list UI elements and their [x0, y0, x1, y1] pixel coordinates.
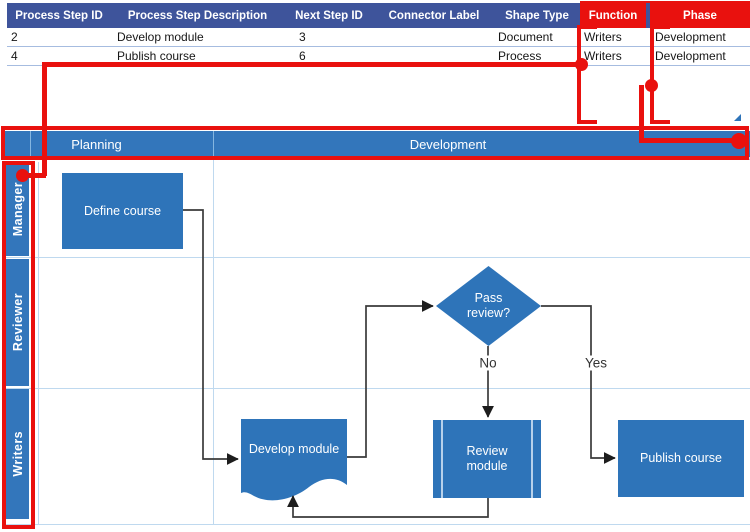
cell-process-step-id-row2[interactable]: 2	[7, 28, 111, 47]
shape-develop-module-label: Develop module	[248, 441, 340, 456]
cell-next-step-id-row4[interactable]: 6	[284, 47, 374, 66]
shape-define-course[interactable]: Define course	[62, 173, 183, 249]
phase-label-development[interactable]: Development	[215, 131, 681, 157]
cell-connector-label-row2[interactable]	[374, 28, 494, 47]
annotation-dot-lane-labels	[16, 169, 29, 182]
table-resize-handle[interactable]	[734, 114, 741, 121]
column-header-function[interactable]: Function	[580, 3, 646, 28]
annotation-dot-phase-column	[645, 79, 658, 92]
subprocess-right-bar	[531, 420, 533, 498]
cell-next-step-id-row2[interactable]: 3	[284, 28, 374, 47]
column-header-process-step-description[interactable]: Process Step Description	[111, 3, 284, 28]
column-header-shape-type[interactable]: Shape Type	[494, 3, 580, 28]
cell-connector-label-row4[interactable]	[374, 47, 494, 66]
cell-process-step-description-row4[interactable]: Publish course	[111, 47, 284, 66]
shape-define-course-label: Define course	[83, 203, 162, 218]
shape-develop-module[interactable]	[241, 419, 347, 505]
phase-label-development-text: Development	[409, 136, 487, 152]
diagram-bottom-line	[6, 524, 750, 525]
annotation-function-connector-horizontal	[42, 62, 581, 67]
connector-define-to-develop	[183, 209, 239, 465]
shape-publish-course[interactable]: Publish course	[618, 420, 744, 497]
annotation-phase-connector-vertical	[639, 85, 644, 142]
annotation-function-column-bracket	[577, 25, 597, 124]
phase-header-band	[5, 131, 750, 157]
shape-publish-course-label: Publish course	[640, 451, 722, 465]
annotation-phase-column-bracket	[650, 25, 670, 124]
annotation-dot-function-column	[575, 58, 588, 71]
column-header-next-step-id[interactable]: Next Step ID	[284, 3, 374, 28]
cell-process-step-description-row2[interactable]: Develop module	[111, 28, 284, 47]
annotation-box-phase-band	[1, 126, 749, 160]
phase-divider-line	[213, 157, 214, 524]
phase-label-planning[interactable]: Planning	[33, 131, 160, 157]
diagram-left-edge-line	[38, 162, 39, 524]
cell-shape-type-row4[interactable]: Process	[494, 47, 580, 66]
column-header-process-step-id[interactable]: Process Step ID	[7, 3, 111, 28]
cell-process-step-id-row4[interactable]: 4	[7, 47, 111, 66]
annotation-phase-connector-horizontal	[639, 138, 739, 143]
connector-label-yes: Yes	[581, 355, 611, 371]
annotation-dot-phase-band	[731, 133, 747, 149]
column-header-connector-label[interactable]: Connector Label	[374, 3, 494, 28]
lane-label-writers[interactable]: Writers	[6, 389, 29, 519]
cell-function-row2[interactable]: Writers	[580, 28, 646, 47]
column-header-phase[interactable]: Phase	[646, 3, 750, 28]
lane-divider-line-1	[6, 257, 750, 258]
table-body: 1Define course2ProcessManagerPlanning2De…	[7, 28, 750, 160]
connector-develop-to-passreview	[347, 300, 434, 458]
phase-divider	[213, 131, 214, 157]
lane-divider-line-2	[6, 388, 750, 389]
shape-pass-review-label: Pass review?	[466, 291, 511, 320]
band-corner-divider	[30, 131, 31, 157]
phase-label-planning-text: Planning	[71, 136, 122, 152]
annotation-function-connector-vertical	[42, 62, 47, 176]
cell-phase-row2[interactable]: Development	[646, 28, 750, 47]
cell-shape-type-row2[interactable]: Document	[494, 28, 580, 47]
shape-review-module[interactable]: Review module	[433, 420, 541, 498]
subprocess-left-bar	[441, 420, 443, 498]
cell-function-row4[interactable]: Writers	[580, 47, 646, 66]
shape-review-module-label: Review module	[466, 444, 508, 473]
lane-label-manager[interactable]: Manager	[6, 163, 29, 256]
cell-phase-row4[interactable]: Development	[646, 47, 750, 66]
connector-label-no: No	[476, 355, 500, 371]
lane-label-reviewer[interactable]: Reviewer	[6, 259, 29, 386]
shape-pass-review[interactable]	[436, 266, 541, 346]
connector-yes-passreview-to-publish	[541, 305, 616, 464]
annotation-box-lane-labels	[2, 161, 35, 529]
